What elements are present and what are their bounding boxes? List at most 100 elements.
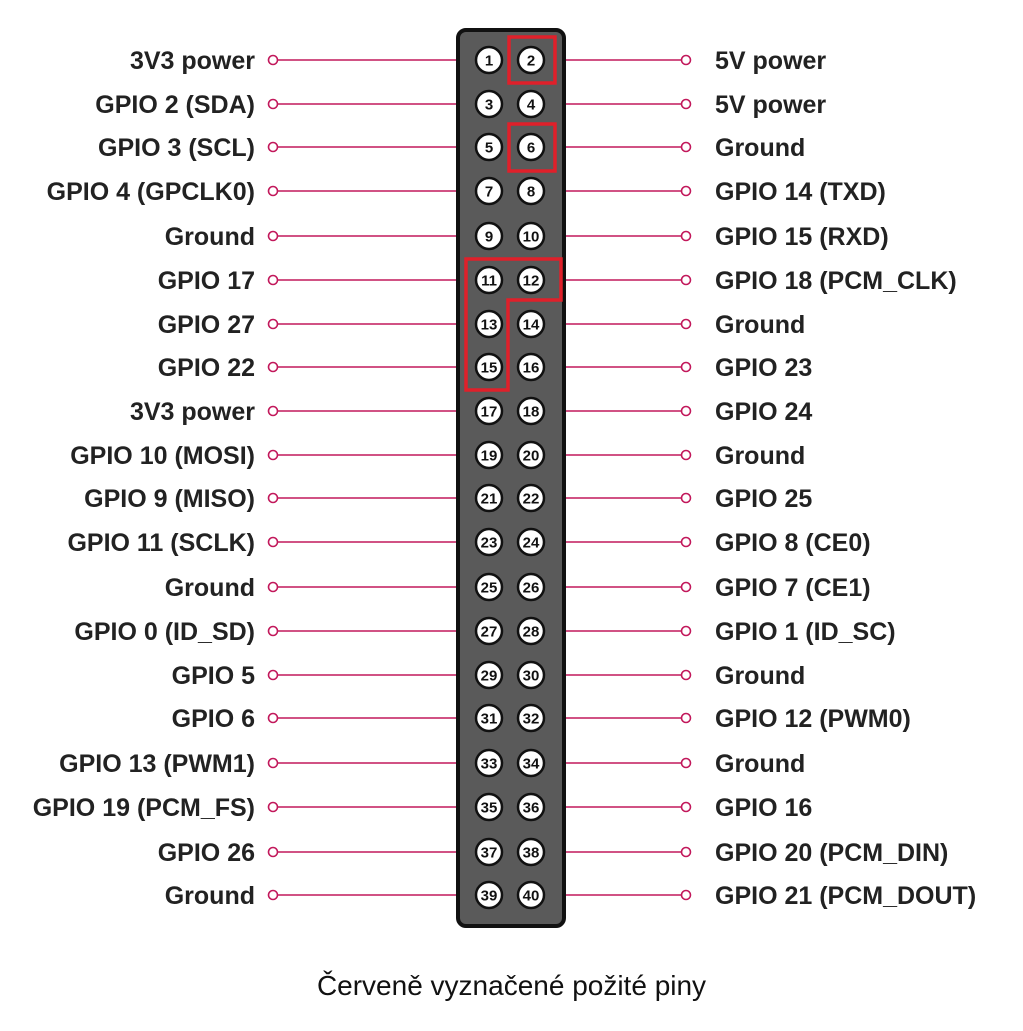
pin-number: 33 <box>481 756 498 773</box>
pin-36 <box>516 792 546 822</box>
right-pin-label: GPIO 20 (PCM_DIN) <box>715 839 948 867</box>
pin-33 <box>474 748 504 778</box>
pin-number: 23 <box>481 535 498 552</box>
pin-4 <box>516 89 546 119</box>
pin-32 <box>516 703 546 733</box>
pin-7 <box>474 176 504 206</box>
right-pin-label: GPIO 8 (CE0) <box>715 529 871 557</box>
left-terminal-dot <box>267 492 279 504</box>
pin-17 <box>474 396 504 426</box>
left-terminal-dot <box>267 405 279 417</box>
pin-35 <box>474 792 504 822</box>
pin-number: 35 <box>481 800 498 817</box>
right-pin-label: Ground <box>715 662 805 690</box>
left-pin-label: GPIO 19 (PCM_FS) <box>33 794 255 822</box>
pin-22 <box>516 483 546 513</box>
left-pin-label: GPIO 6 <box>172 705 255 733</box>
pin-number: 1 <box>485 53 493 70</box>
right-pin-label: GPIO 25 <box>715 485 812 513</box>
pin-number: 16 <box>523 360 540 377</box>
right-pin-label: GPIO 23 <box>715 354 812 382</box>
pin-13 <box>474 309 504 339</box>
pin-20 <box>516 440 546 470</box>
left-terminal-dot <box>267 98 279 110</box>
pin-number: 3 <box>485 97 493 114</box>
pin-number: 24 <box>523 535 540 552</box>
pin-38 <box>516 837 546 867</box>
highlight-pins-11-12-13-15 <box>464 257 563 392</box>
highlight-pin-6 <box>507 122 557 173</box>
left-pin-label: GPIO 5 <box>172 662 255 690</box>
pin-8 <box>516 176 546 206</box>
left-pin-label: GPIO 9 (MISO) <box>84 485 255 513</box>
right-terminal-dot <box>680 581 692 593</box>
right-pin-label: Ground <box>715 134 805 162</box>
pin-3 <box>474 89 504 119</box>
pin-number: 7 <box>485 184 493 201</box>
left-terminal-dot <box>267 449 279 461</box>
left-terminal-dot <box>267 757 279 769</box>
left-terminal-dot <box>267 141 279 153</box>
pin-number: 4 <box>527 97 536 114</box>
pin-number: 39 <box>481 888 498 905</box>
left-pin-label: 3V3 power <box>130 398 255 426</box>
right-terminal-dot <box>680 230 692 242</box>
left-terminal-dot <box>267 625 279 637</box>
left-pin-label: GPIO 10 (MOSI) <box>70 442 255 470</box>
right-pin-label: 5V power <box>715 47 826 75</box>
right-terminal-dot <box>680 449 692 461</box>
pin-number: 9 <box>485 229 493 246</box>
connector-lines <box>267 54 692 901</box>
pin-28 <box>516 616 546 646</box>
used-pin-highlights <box>464 35 563 392</box>
pin-10 <box>516 221 546 251</box>
right-pin-label: GPIO 1 (ID_SC) <box>715 618 896 646</box>
right-terminal-dot <box>680 889 692 901</box>
pin-1 <box>474 45 504 75</box>
caption: Červeně vyznačené požité piny <box>316 970 707 1001</box>
right-pin-label: Ground <box>715 442 805 470</box>
right-terminal-dot <box>680 54 692 66</box>
pin-21 <box>474 483 504 513</box>
pin-number: 31 <box>481 711 498 728</box>
pin-9 <box>474 221 504 251</box>
right-pin-label: 5V power <box>715 91 826 119</box>
pin-26 <box>516 572 546 602</box>
right-terminal-dot <box>680 801 692 813</box>
pin-number: 11 <box>481 273 497 290</box>
right-pin-label: Ground <box>715 750 805 778</box>
pin-number: 18 <box>523 404 540 421</box>
pin-25 <box>474 572 504 602</box>
left-terminal-dot <box>267 361 279 373</box>
right-terminal-dot <box>680 846 692 858</box>
right-terminal-dot <box>680 536 692 548</box>
left-terminal-dot <box>267 669 279 681</box>
pin-number: 36 <box>523 800 540 817</box>
left-terminal-dot <box>267 318 279 330</box>
pin-number: 25 <box>481 580 498 597</box>
left-pin-label: GPIO 4 (GPCLK0) <box>47 178 255 206</box>
left-terminal-dot <box>267 581 279 593</box>
pin-40 <box>516 880 546 910</box>
pin-15 <box>474 352 504 382</box>
pin-number: 40 <box>523 888 540 905</box>
right-terminal-dot <box>680 141 692 153</box>
pin-30 <box>516 660 546 690</box>
left-pin-label: Ground <box>165 882 255 910</box>
pin-12 <box>516 265 546 295</box>
left-pin-label: GPIO 22 <box>158 354 255 382</box>
pin-29 <box>474 660 504 690</box>
pin-6 <box>516 132 546 162</box>
pin-14 <box>516 309 546 339</box>
left-terminal-dot <box>267 185 279 197</box>
left-terminal-dot <box>267 536 279 548</box>
pin-number: 14 <box>523 317 540 334</box>
pin-number: 21 <box>481 491 498 508</box>
pin-number: 27 <box>481 624 498 641</box>
pin-16 <box>516 352 546 382</box>
pin-number: 32 <box>523 711 540 728</box>
pin-number: 6 <box>527 140 535 157</box>
right-pin-label: GPIO 18 (PCM_CLK) <box>715 267 957 295</box>
left-terminal-dot <box>267 230 279 242</box>
